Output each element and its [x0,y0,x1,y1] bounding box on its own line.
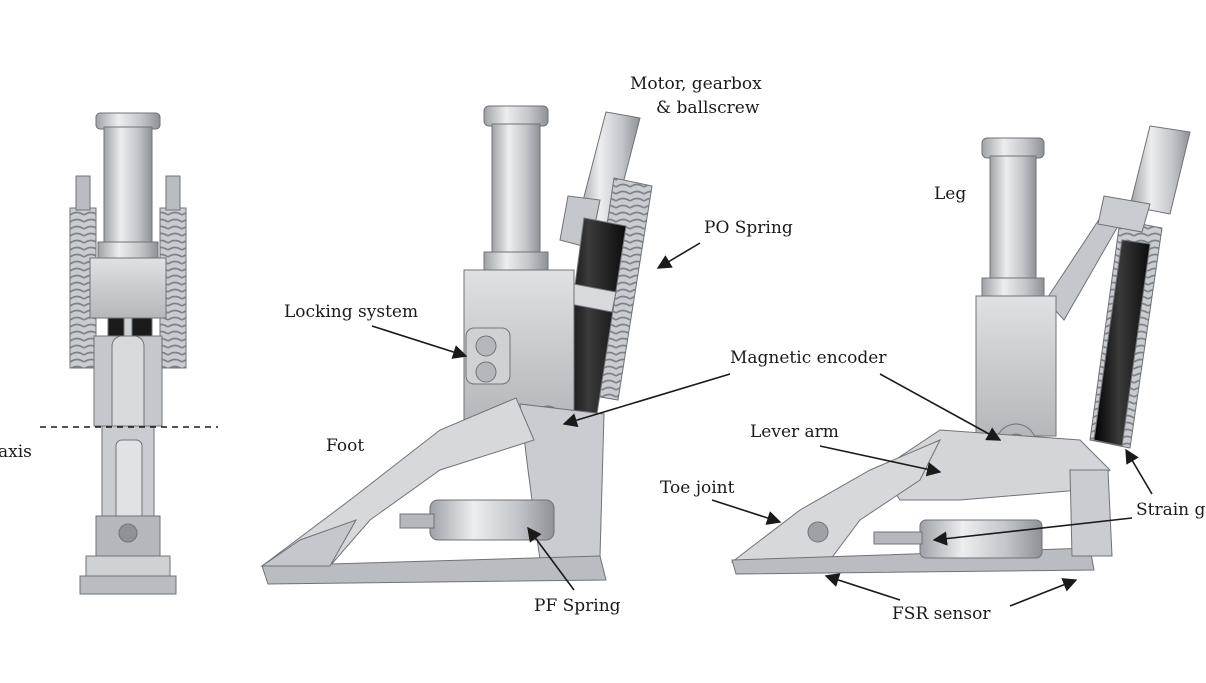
toe-joint-label: Toe joint [660,478,735,498]
axis-label: axis [0,442,32,462]
foot-label: Foot [326,436,365,456]
arrow-fsr-sensor-right [1009,578,1078,607]
arrow-magnetic-encoder-left [562,373,731,428]
arrow-pf-spring [527,526,575,591]
front-view [69,112,187,595]
arrow-magnetic-encoder-right [879,373,1002,441]
arrow-lever-arm [819,445,942,477]
pf-spring-label: PF Spring [534,596,621,616]
arrow-strain-gauge-1 [1125,448,1153,495]
locking-system-label: Locking system [284,302,419,322]
side-view-detailed [730,125,1191,575]
lever-arm-label: Lever arm [750,422,839,442]
side-view-schematic [260,105,653,585]
fsr-sensor-label: FSR sensor [892,604,991,624]
arrow-toe-joint [711,499,782,525]
motor-label-line2: & ballscrew [656,98,760,118]
motor-label-line1: Motor, gearbox [630,74,762,94]
arrow-strain-gauge-2 [932,517,1133,546]
arrow-locking-system [371,325,468,359]
strain-gauge-label: Strain ga [1136,500,1206,520]
magnetic-encoder-label: Magnetic encoder [730,348,887,368]
arrow-po-spring [656,242,701,269]
leader-arrows [371,242,1153,607]
po-spring-label: PO Spring [704,218,793,238]
arrow-fsr-sensor-left [824,573,901,601]
leg-label: Leg [934,184,967,204]
